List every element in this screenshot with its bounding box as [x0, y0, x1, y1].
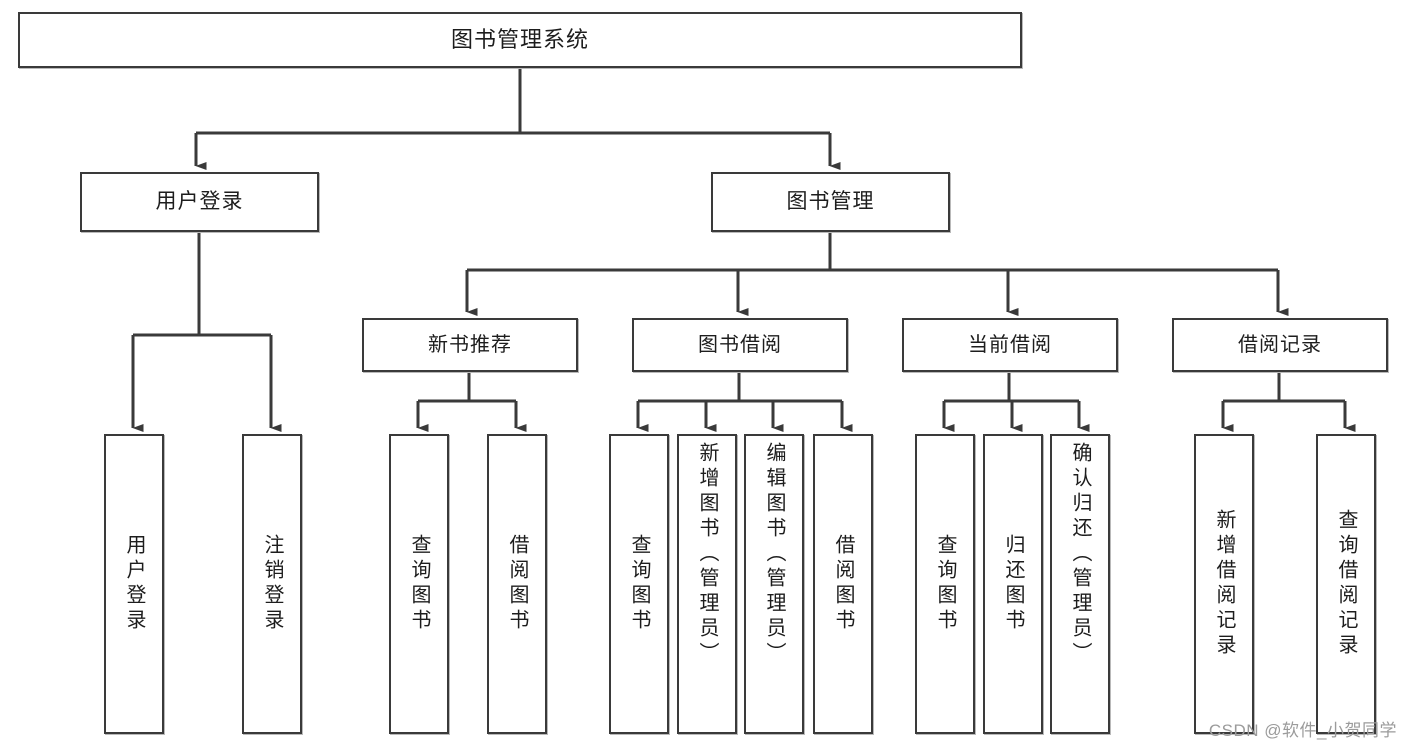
- node-label: 用户登录: [123, 534, 145, 634]
- node-label: 图书管理系统: [450, 26, 589, 52]
- node-label: 借阅记录: [1238, 334, 1322, 356]
- node-label: 借阅图书: [506, 534, 528, 634]
- node-label: 新书推荐: [428, 334, 512, 356]
- node-label: 新增借阅记录: [1213, 509, 1235, 659]
- node-label: 归还图书: [1002, 534, 1024, 634]
- node-label: 图书管理: [786, 190, 875, 214]
- node-label: 用户登录: [155, 190, 244, 214]
- node-label: 编辑图书（管理员）: [763, 442, 785, 667]
- leaf-borrow-add-book-admin[interactable]: 新增图书（管理员）: [677, 434, 737, 734]
- leaf-user-login-logout[interactable]: 注销登录: [242, 434, 302, 734]
- node-book-borrow[interactable]: 图书借阅: [632, 318, 848, 372]
- node-book-management[interactable]: 图书管理: [711, 172, 950, 232]
- node-label: 确认归还（管理员）: [1069, 442, 1091, 667]
- node-label: 查询图书: [408, 534, 430, 634]
- node-borrow-records[interactable]: 借阅记录: [1172, 318, 1388, 372]
- node-label: 注销登录: [261, 534, 283, 634]
- leaf-records-query-record[interactable]: 查询借阅记录: [1316, 434, 1376, 734]
- node-label: 新增图书（管理员）: [696, 442, 718, 667]
- leaf-borrow-query-book[interactable]: 查询图书: [609, 434, 669, 734]
- node-label: 查询图书: [628, 534, 650, 634]
- leaf-borrow-edit-book-admin[interactable]: 编辑图书（管理员）: [744, 434, 804, 734]
- leaf-current-query-book[interactable]: 查询图书: [915, 434, 975, 734]
- leaf-user-login-login[interactable]: 用户登录: [104, 434, 164, 734]
- node-root-system[interactable]: 图书管理系统: [18, 12, 1022, 68]
- leaf-records-add-record[interactable]: 新增借阅记录: [1194, 434, 1254, 734]
- node-label: 图书借阅: [698, 334, 782, 356]
- node-label: 查询借阅记录: [1335, 509, 1357, 659]
- node-new-book-recommend[interactable]: 新书推荐: [362, 318, 578, 372]
- watermark-text: CSDN @软件_小贺同学: [1208, 721, 1397, 740]
- leaf-recommend-borrow-book[interactable]: 借阅图书: [487, 434, 547, 734]
- leaf-current-confirm-return-admin[interactable]: 确认归还（管理员）: [1050, 434, 1110, 734]
- leaf-recommend-query-book[interactable]: 查询图书: [389, 434, 449, 734]
- node-label: 当前借阅: [968, 334, 1052, 356]
- node-current-borrow[interactable]: 当前借阅: [902, 318, 1118, 372]
- node-user-login[interactable]: 用户登录: [80, 172, 319, 232]
- leaf-current-return-book[interactable]: 归还图书: [983, 434, 1043, 734]
- node-label: 查询图书: [934, 534, 956, 634]
- node-label: 借阅图书: [832, 534, 854, 634]
- leaf-borrow-borrow-book[interactable]: 借阅图书: [813, 434, 873, 734]
